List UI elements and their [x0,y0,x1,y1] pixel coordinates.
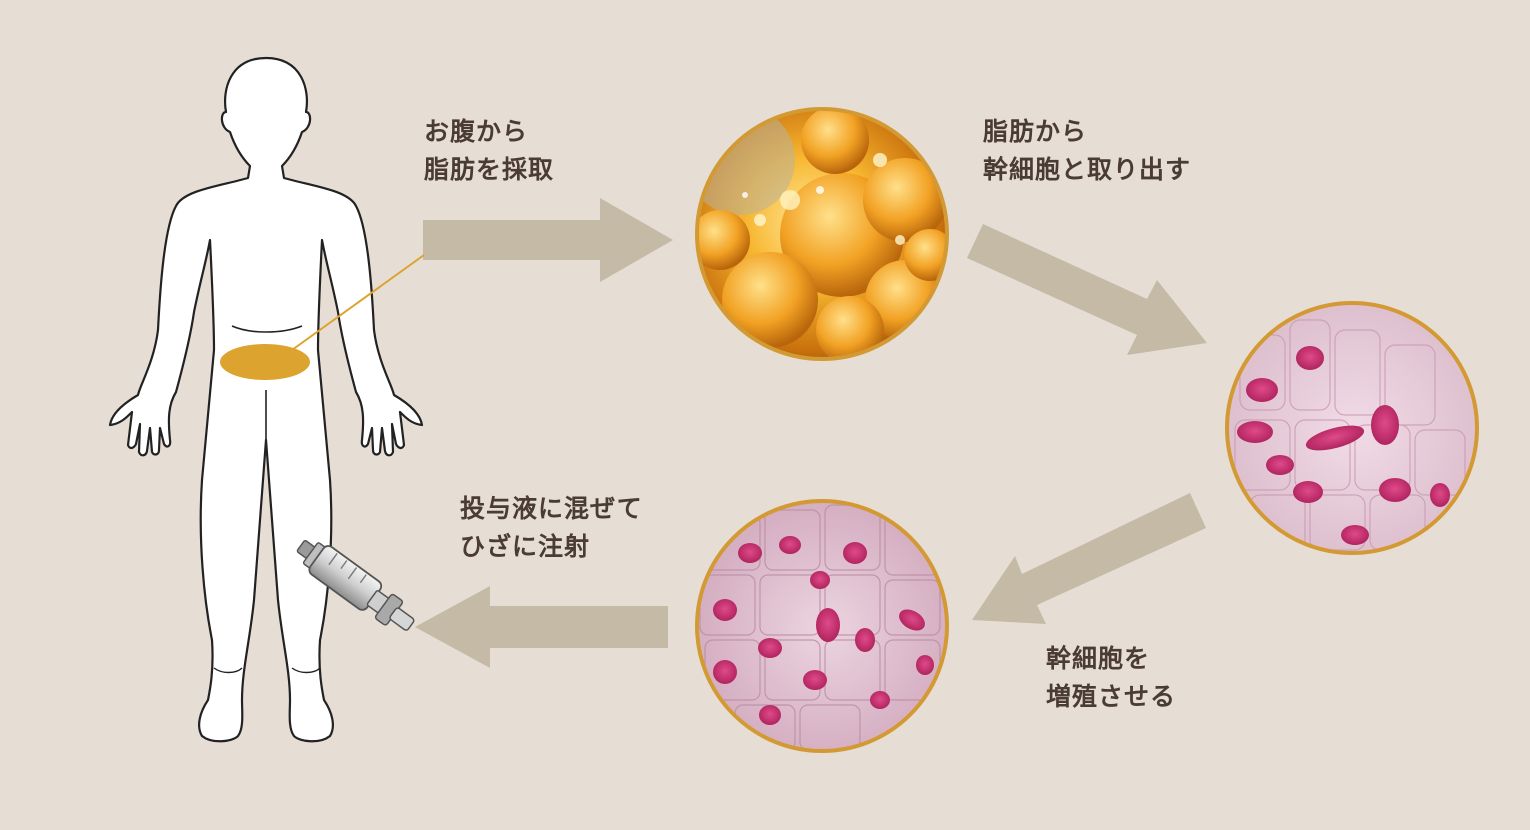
label-extract-line1: 脂肪から [983,117,1088,146]
fat-tissue-image [695,107,949,361]
label-extract-line2: 幹細胞と取り出す [983,155,1192,184]
fat-region-marker [220,254,425,380]
arrow-harvest-to-fat [423,198,673,282]
label-inject-line2: ひざに注射 [460,532,591,561]
label-inject-line1: 投与液に混ぜて [460,494,643,523]
label-harvest-line1: お腹から [424,117,529,146]
arrow-fat-to-stemcells [967,224,1207,355]
label-culture-line2: 増殖させる [1046,682,1177,711]
arrow-culture-to-injection [415,586,668,668]
label-harvest-fat: お腹から 脂肪を採取 [424,113,554,189]
cultured-cells-image [695,499,949,753]
human-body-outline-icon [108,56,424,743]
label-culture-cells: 幹細胞を 増殖させる [1046,640,1176,716]
stem-cell-image [1225,301,1479,555]
label-harvest-line2: 脂肪を採取 [424,155,555,184]
label-extract-stem-cells: 脂肪から 幹細胞と取り出す [983,113,1191,189]
label-inject-knee: 投与液に混ぜて ひざに注射 [460,490,643,566]
syringe-icon [296,539,415,631]
arrow-stemcells-to-culture [972,493,1206,624]
label-culture-line1: 幹細胞を [1046,644,1151,673]
